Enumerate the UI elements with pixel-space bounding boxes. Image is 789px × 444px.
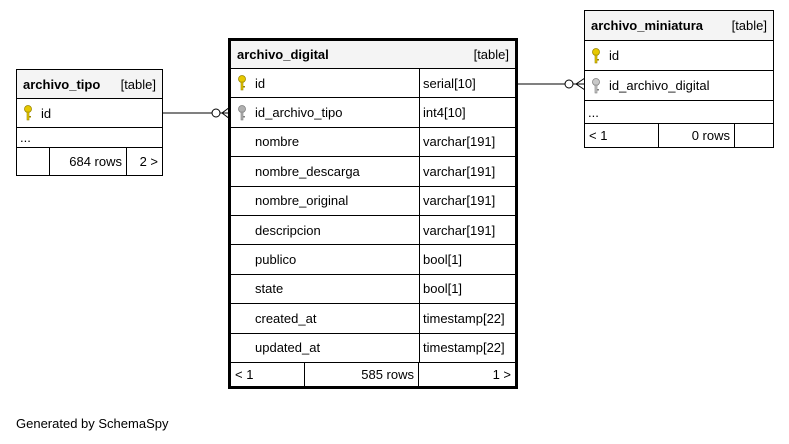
row-count: 0 rows: [659, 124, 735, 147]
column-type: timestamp[22]: [423, 340, 505, 356]
column-row[interactable]: publico bool[1]: [231, 245, 515, 275]
column-row[interactable]: updated_at timestamp[22]: [231, 333, 515, 363]
column-row[interactable]: id_archivo_digital: [585, 71, 773, 101]
table-archivo-tipo[interactable]: archivo_tipo [table] id ... 684 rows 2 >: [16, 69, 163, 176]
column-row[interactable]: descripcion varchar[191]: [231, 215, 515, 246]
footer-next[interactable]: 2 >: [139, 154, 158, 169]
primary-key-icon: [591, 47, 609, 64]
table-footer: < 1 0 rows: [585, 124, 773, 147]
column-name: publico: [255, 252, 297, 268]
column-name: id: [609, 48, 620, 63]
table-archivo-miniatura[interactable]: archivo_miniatura [table] id id_archivo_…: [584, 10, 774, 148]
table-name: archivo_digital: [237, 47, 329, 62]
column-name: descripcion: [255, 222, 321, 238]
column-name: nombre_original: [255, 193, 349, 209]
foreign-key-icon: [591, 77, 609, 94]
column-row[interactable]: id serial[10]: [231, 69, 515, 99]
footer-prev[interactable]: < 1: [585, 124, 659, 147]
table-name: archivo_miniatura: [591, 18, 703, 33]
column-row[interactable]: state bool[1]: [231, 274, 515, 305]
table-header: archivo_miniatura [table]: [585, 11, 773, 41]
column-name: state: [255, 281, 284, 297]
column-name: id_archivo_digital: [609, 78, 710, 93]
column-name: updated_at: [255, 340, 321, 356]
column-row[interactable]: nombre_original varchar[191]: [231, 186, 515, 216]
column-name: id: [255, 75, 266, 91]
column-name: id: [41, 105, 52, 121]
column-type: varchar[191]: [423, 193, 496, 209]
foreign-key-icon: [237, 104, 255, 121]
table-kind: [table]: [473, 47, 509, 62]
primary-key-icon: [237, 75, 255, 91]
column-type: serial[10]: [423, 75, 476, 91]
column-row[interactable]: id: [585, 41, 773, 71]
row-count: 585 rows: [305, 362, 419, 386]
column-row[interactable]: nombre_descarga varchar[191]: [231, 157, 515, 187]
footer-next: [735, 124, 773, 147]
footer-prev: [17, 148, 50, 175]
column-type: timestamp[22]: [423, 310, 505, 326]
column-type: varchar[191]: [423, 163, 496, 179]
column-name: id_archivo_tipo: [255, 105, 343, 121]
row-count: 684 rows: [50, 148, 127, 175]
table-footer: 684 rows 2 >: [17, 148, 162, 175]
column-name: created_at: [255, 310, 317, 326]
column-type: int4[10]: [423, 105, 466, 121]
column-type: varchar[191]: [423, 222, 496, 238]
table-header: archivo_digital [table]: [231, 41, 515, 69]
column-type: varchar[191]: [423, 134, 496, 150]
table-header: archivo_tipo [table]: [17, 70, 162, 99]
more-columns: ...: [17, 128, 162, 148]
more-columns: ...: [585, 101, 773, 124]
column-row[interactable]: id: [17, 99, 162, 128]
table-kind: [table]: [120, 76, 156, 92]
footer-next[interactable]: 1 >: [492, 366, 511, 382]
column-row[interactable]: created_at timestamp[22]: [231, 304, 515, 334]
generated-by-label: Generated by SchemaSpy: [16, 416, 169, 431]
column-row[interactable]: nombre varchar[191]: [231, 127, 515, 158]
table-name: archivo_tipo: [23, 76, 101, 92]
footer-prev[interactable]: < 1: [231, 362, 305, 386]
column-type: bool[1]: [423, 281, 463, 297]
table-footer: < 1 585 rows 1 >: [231, 362, 515, 386]
link-archivo-tipo-to-digital: [162, 106, 231, 120]
table-kind: [table]: [731, 18, 767, 33]
column-name: nombre_descarga: [255, 163, 360, 179]
column-type: bool[1]: [423, 252, 463, 268]
column-name: nombre: [255, 134, 300, 150]
table-archivo-digital[interactable]: archivo_digital [table] id serial[10] id_a…: [228, 38, 518, 389]
link-digital-to-miniatura: [517, 77, 586, 91]
primary-key-icon: [23, 105, 41, 121]
column-row[interactable]: id_archivo_tipo int4[10]: [231, 98, 515, 128]
